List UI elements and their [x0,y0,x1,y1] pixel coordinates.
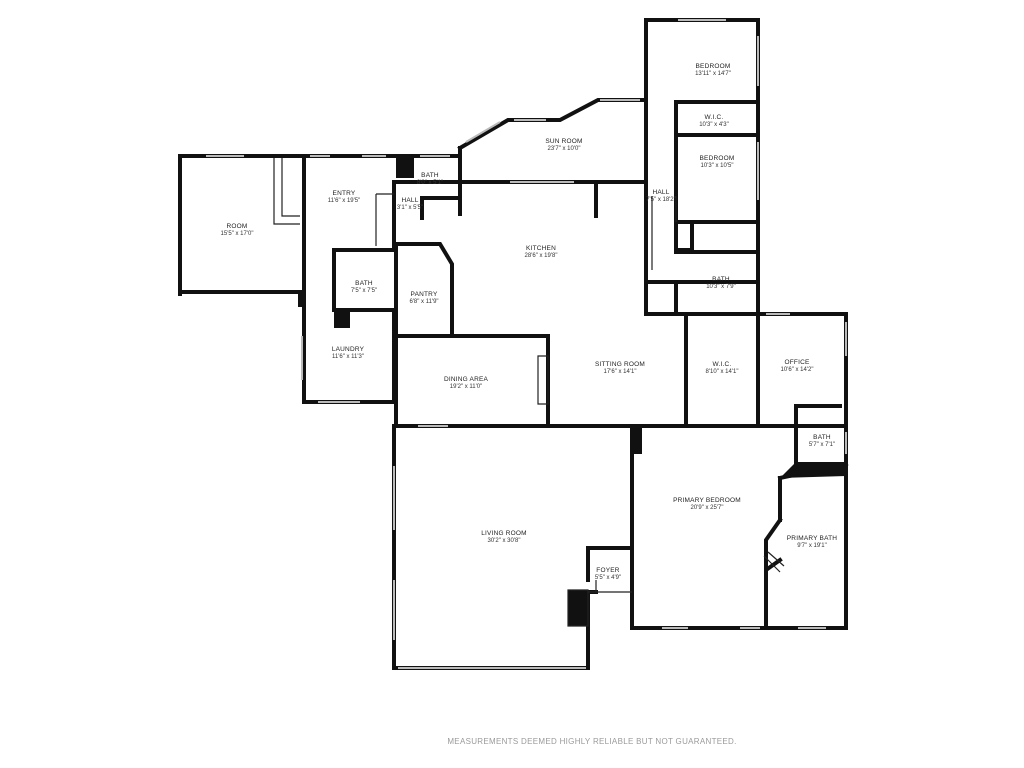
room-name: ENTRY [333,190,356,197]
room-name: PRIMARY BATH [787,535,838,542]
room-dims: 19'2" x 11'0" [450,384,482,390]
room-name: W.I.C. [713,361,732,368]
room-name: KITCHEN [526,245,556,252]
room-name: BATH [421,172,439,179]
room-name: SUN ROOM [545,138,582,145]
room-name: W.I.C. [705,114,724,121]
room-dims: 8'10" x 14'1" [706,369,739,375]
room-name: HALL [401,197,418,204]
room-dims: 7'5" x 7'5" [351,288,377,294]
room-name: BATH [813,434,831,441]
room-dims: 5'5" x 4'9" [595,575,621,581]
room-name: BATH [712,276,730,283]
room-dims: 10'6" x 14'2" [781,367,814,373]
disclaimer: MEASUREMENTS DEEMED HIGHLY RELIABLE BUT … [447,737,737,746]
room-name: DINING AREA [444,376,489,383]
room-dims: 10'3" x 7'9" [706,284,736,290]
room-name: OFFICE [784,359,809,366]
room-name: SITTING ROOM [595,361,645,368]
room-name: HALL [652,189,669,196]
room-dims: 8'0" x 5'1" [417,180,443,186]
room-name: ROOM [226,223,247,230]
room-dims: 3'1" x 5'5" [397,205,423,211]
windows [206,19,847,669]
room-name: LIVING ROOM [481,530,527,537]
room-name: PANTRY [411,291,438,298]
room-name: BEDROOM [700,155,735,162]
room-dims: 6'8" x 11'9" [409,299,438,305]
room-name: BATH [355,280,373,287]
room-name: FOYER [596,567,619,574]
room-dims: 23'7" x 10'0" [548,146,581,152]
room-dims: 20'9" x 25'7" [691,505,724,511]
room-dims: 9'7" x 19'1" [797,543,827,549]
room-dims: 13'11" x 14'7" [695,71,731,77]
room-dims: 17'6" x 14'1" [604,369,637,375]
room-dims: 10'3" x 10'5" [701,163,734,169]
walls [178,18,849,670]
room-name: PRIMARY BEDROOM [673,497,741,504]
wall-blocks [334,156,846,626]
room-dims: 5'7" x 7'1" [809,442,835,448]
room-dims: 11'6" x 19'5" [328,198,360,204]
room-dims: 11'6" x 11'3" [332,354,364,360]
room-dims: 15'5" x 17'0" [221,231,254,237]
room-name: LAUNDRY [332,346,365,353]
room-dims: 28'6" x 19'8" [525,253,558,259]
interior-lines [273,158,785,627]
room-dims: 7'5" x 18'2" [646,197,676,203]
room-labels: BEDROOM 13'11" x 14'7" W.I.C. 10'3" x 4'… [221,63,838,581]
room-dims: 10'3" x 4'3" [699,122,729,128]
room-dims: 30'2" x 30'8" [488,538,521,544]
room-name: BEDROOM [696,63,731,70]
